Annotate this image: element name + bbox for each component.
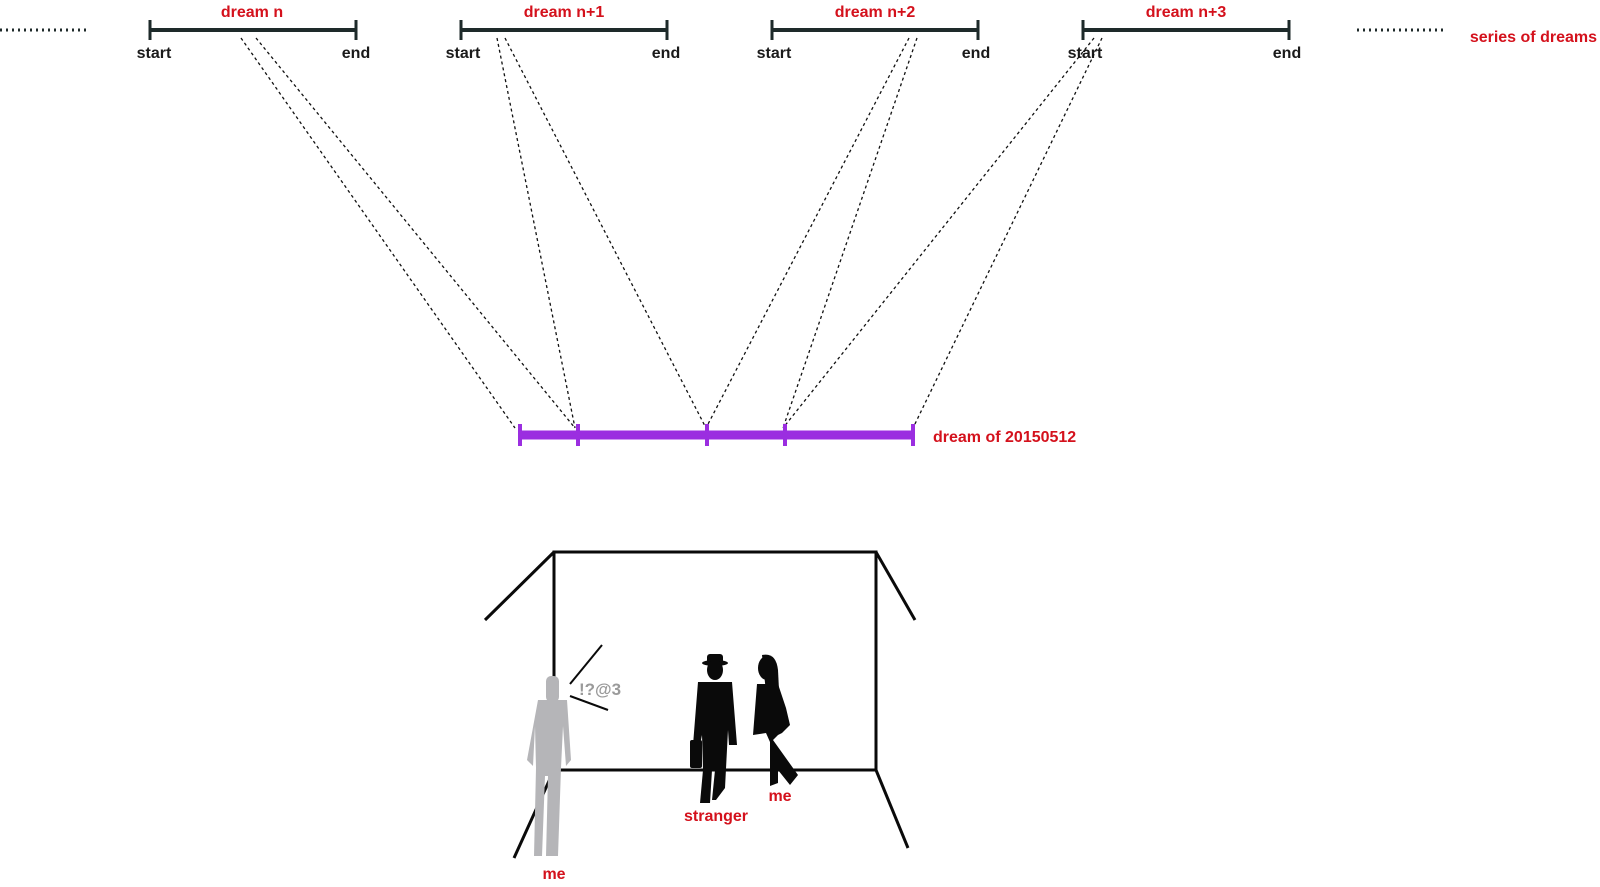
composite-dream-bar	[518, 424, 915, 446]
dreamer-me-label: me	[768, 788, 791, 805]
composite-dream-label: dream of 20150512	[933, 429, 1076, 446]
speech-text: !?@3	[579, 680, 621, 699]
dream-timeline-n: dream n start end	[137, 4, 371, 62]
dream-title: dream n+3	[1146, 4, 1227, 21]
dream-timeline-n2: dream n+2 start end	[757, 4, 991, 62]
dream-start-label: start	[757, 45, 792, 62]
observer-me-figure	[527, 676, 571, 856]
dream-title: dream n+2	[835, 4, 916, 21]
speech-lines	[569, 644, 609, 711]
dream-end-label: end	[1273, 45, 1301, 62]
dream-end-label: end	[342, 45, 370, 62]
dream-title: dream n	[221, 4, 283, 21]
projection-lines	[240, 37, 1103, 429]
dream-start-label: start	[1068, 45, 1103, 62]
observer-me-label: me	[542, 866, 565, 883]
dream-timeline-n1: dream n+1 start end	[446, 4, 681, 62]
dream-start-label: start	[446, 45, 481, 62]
dream-start-label: start	[137, 45, 172, 62]
stranger-figure	[690, 654, 737, 803]
series-label: series of dreams	[1470, 29, 1597, 46]
dream-title: dream n+1	[524, 4, 605, 21]
dreamer-me-figure	[753, 654, 798, 786]
dream-end-label: end	[962, 45, 990, 62]
dream-end-label: end	[652, 45, 680, 62]
dream-timeline-n3: dream n+3 start end	[1068, 4, 1302, 62]
stranger-label: stranger	[684, 808, 748, 825]
